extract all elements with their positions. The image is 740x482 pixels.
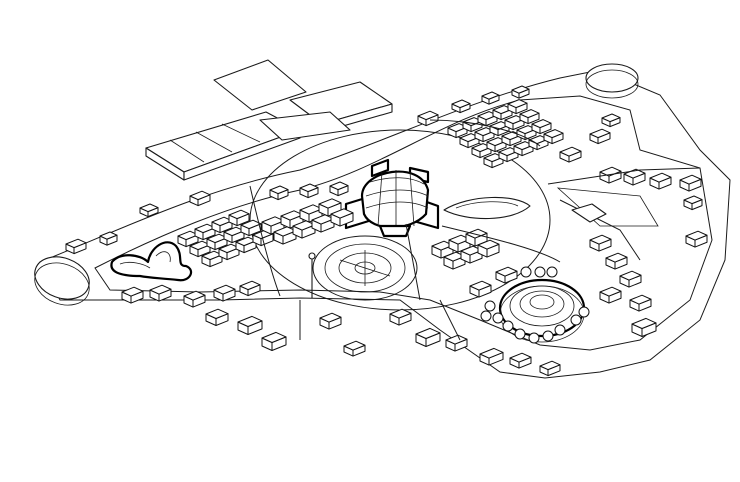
- building-block: [531, 119, 552, 129]
- building-block: [330, 208, 354, 219]
- building-block: [269, 185, 289, 195]
- building-block: [415, 327, 441, 339]
- right-stadium: [498, 278, 586, 343]
- right-zone-plaza: [556, 187, 659, 227]
- building-block: [99, 231, 118, 240]
- building-block: [683, 195, 703, 205]
- building-block: [451, 99, 471, 109]
- building-block: [511, 85, 530, 94]
- central-dome-building: [344, 158, 440, 238]
- building-block: [417, 110, 439, 121]
- building-block: [389, 308, 412, 319]
- building-block: [519, 109, 540, 119]
- building-block: [539, 360, 561, 371]
- building-block: [649, 172, 672, 183]
- building-block: [189, 190, 211, 201]
- building-grid-center: [261, 198, 354, 245]
- building-block: [589, 128, 611, 139]
- building-block: [121, 286, 144, 297]
- building-block: [237, 315, 263, 327]
- building-block: [589, 234, 612, 245]
- left-oval-arena: [34, 256, 90, 306]
- building-block: [205, 308, 229, 319]
- building-block: [139, 203, 159, 213]
- long-hangar-buildings: [145, 59, 393, 181]
- building-block: [299, 183, 319, 193]
- building-block: [329, 181, 349, 191]
- building-block: [479, 347, 504, 359]
- building-block: [65, 238, 87, 249]
- building-block: [631, 317, 657, 329]
- building-block: [495, 266, 518, 277]
- building-block: [507, 99, 528, 109]
- building-block: [629, 294, 652, 305]
- light-tower: [308, 252, 316, 298]
- tree-ring: [480, 266, 590, 344]
- building-block: [318, 198, 342, 209]
- building-block: [183, 290, 206, 301]
- building-block: [261, 331, 287, 343]
- building-block: [228, 209, 250, 220]
- building-block: [239, 280, 261, 291]
- building-block: [477, 239, 500, 250]
- top-right-oval: [585, 63, 639, 99]
- inner-road-loop: [94, 95, 713, 351]
- building-block: [481, 91, 500, 100]
- building-block: [469, 280, 492, 291]
- building-block: [240, 219, 262, 230]
- building-block: [599, 286, 622, 297]
- building-block: [679, 174, 702, 185]
- building-block: [465, 228, 488, 239]
- building-block: [343, 340, 366, 351]
- building-block: [445, 334, 468, 345]
- building-block: [559, 146, 582, 157]
- lens-building: [443, 196, 531, 220]
- building-block: [149, 284, 172, 295]
- scattered-buildings: [65, 85, 708, 377]
- flower-building: [110, 241, 193, 282]
- site-boundary: [39, 69, 731, 379]
- building-block: [605, 252, 628, 263]
- building-block: [619, 270, 642, 281]
- building-block: [601, 113, 621, 123]
- building-block: [685, 230, 708, 241]
- building-block: [213, 284, 236, 295]
- building-grid-left: [177, 209, 274, 268]
- building-block: [543, 129, 564, 139]
- building-block: [319, 312, 342, 323]
- building-grid-right: [431, 228, 500, 270]
- building-block: [509, 352, 532, 363]
